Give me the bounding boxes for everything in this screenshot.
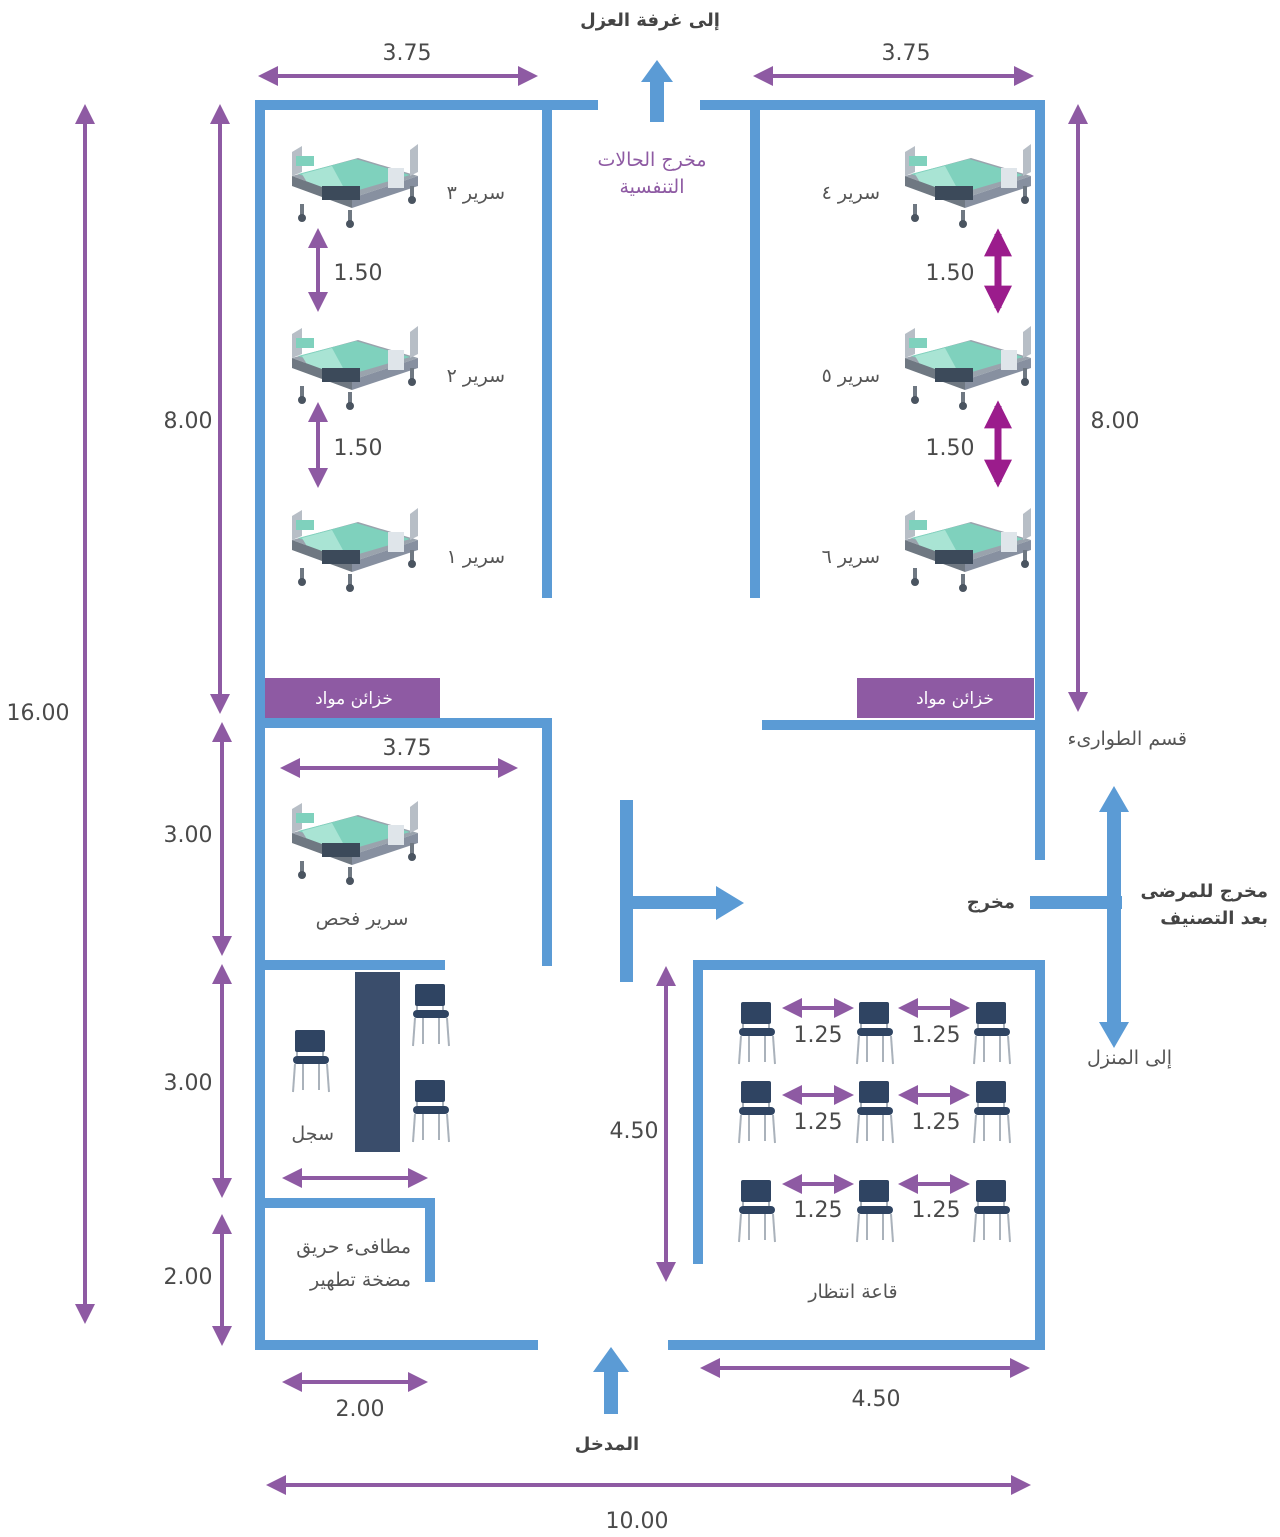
label-registration: سجل: [291, 1123, 334, 1145]
label-emergency-dept: قسم الطوارىء: [1068, 728, 1187, 750]
dim-exam-height: 3.00: [164, 823, 213, 848]
wall-left: [255, 100, 265, 1350]
bed-6-icon: [905, 508, 1031, 592]
label-supplies-right: خزائن مواد: [916, 689, 994, 709]
dim-chair-gap: 1.25: [794, 1198, 843, 1223]
label-respiratory-exit: مخرج الحالات: [597, 149, 706, 171]
dim-bed-gap-right-lower: 1.50: [926, 436, 975, 461]
arrow-post-triage: [1030, 786, 1129, 1048]
area-labels: إلى غرفة العزل مخرج الحالات التنفسية سري…: [291, 10, 1268, 1455]
dim-bed-gap-left-upper: 1.50: [334, 261, 383, 286]
wall-right-ward-inner: [750, 108, 760, 598]
beds: [292, 144, 1031, 885]
dim-store-height: 2.00: [164, 1265, 213, 1290]
dim-top-left: 3.75: [383, 41, 432, 66]
label-bed-1: سرير ١: [447, 546, 505, 568]
dim-chair-gap: 1.25: [912, 1110, 961, 1135]
wall-waiting-left: [693, 960, 703, 1264]
waiting-chair-icon: [856, 1179, 894, 1243]
label-fire-extinguisher: مطافىء حريق: [296, 1236, 411, 1258]
waiting-chair-icon: [738, 1179, 776, 1243]
dim-bed-gap-right-upper: 1.50: [926, 261, 975, 286]
registration-desk: [355, 972, 400, 1152]
label-waiting-hall: قاعة انتظار: [807, 1281, 897, 1303]
wall-right-ward-bottom: [762, 720, 1042, 730]
wall-exam-room-right: [542, 718, 552, 966]
label-entrance: المدخل: [575, 1434, 639, 1455]
label-bed-4: سرير ٤: [822, 182, 880, 204]
waiting-chair-icon: [856, 1001, 894, 1065]
dim-top-right: 3.75: [882, 41, 931, 66]
wall-bottom-left: [255, 1340, 538, 1350]
registration-chair-icon: [412, 983, 450, 1047]
dim-waiting-width: 4.50: [852, 1387, 901, 1412]
wall-waiting-right: [1035, 960, 1045, 1350]
wall-store-right: [425, 1198, 435, 1282]
label-exam-bed: سرير فحص: [316, 908, 409, 930]
dim-bed-gap-left-lower: 1.50: [334, 436, 383, 461]
label-bed-2: سرير ٢: [447, 365, 505, 387]
wall-right-upper: [1035, 100, 1045, 860]
arrow-up-isolation: [641, 60, 673, 122]
bed-1-icon: [292, 508, 418, 592]
wall-top-right: [700, 100, 1045, 110]
wall-registration-top: [263, 960, 445, 970]
wall-left-ward-bottom: [263, 718, 552, 728]
supply-cabinets: [265, 678, 1034, 718]
label-to-home: إلى المنزل: [1087, 1047, 1172, 1070]
registration-chair-icon: [412, 1079, 450, 1143]
exam-bed-icon: [292, 801, 418, 885]
bed-5-icon: [905, 326, 1031, 410]
dim-registration-height: 3.00: [164, 1071, 213, 1096]
waiting-chair-icon: [973, 1179, 1011, 1243]
dim-chair-gap: 1.25: [912, 1023, 961, 1048]
wall-divider-vertical: [620, 800, 633, 982]
waiting-chair-icon: [738, 1001, 776, 1065]
registration-chair-icon: [292, 1029, 330, 1093]
dim-left-ward-height: 8.00: [164, 409, 213, 434]
dim-overall-width: 10.00: [606, 1509, 669, 1534]
bed-2-icon: [292, 326, 418, 410]
arrow-right-exit: [630, 886, 744, 920]
label-bed-6: سرير ٦: [822, 546, 880, 568]
waiting-chair-icon: [856, 1080, 894, 1144]
dimension-labels: 3.75 3.75 16.00 8.00 8.00 1.50 1.50 1.50…: [7, 41, 1140, 1534]
label-respiratory-exit-2: التنفسية: [619, 176, 684, 198]
dim-waiting-height: 4.50: [610, 1119, 659, 1144]
label-supplies-left: خزائن مواد: [315, 689, 393, 709]
dim-overall-height: 16.00: [7, 701, 70, 726]
label-to-isolation: إلى غرفة العزل: [580, 10, 720, 31]
dim-store-width: 2.00: [336, 1397, 385, 1422]
wall-top-left: [255, 100, 598, 110]
wall-left-ward-inner: [542, 108, 552, 598]
label-post-triage-exit: مخرج للمرضى: [1140, 881, 1268, 902]
wall-bottom-right: [668, 1340, 1045, 1350]
dimension-lines: [75, 66, 1088, 1495]
dim-chair-gap: 1.25: [912, 1198, 961, 1223]
label-bed-3: سرير ٣: [447, 182, 505, 204]
arrow-up-entrance: [593, 1347, 629, 1414]
bed-3-icon: [292, 144, 418, 228]
flow-arrows: [593, 60, 1129, 1414]
supply-cabinet-right: [857, 678, 1034, 718]
wall-waiting-top: [693, 960, 1045, 970]
walls: [255, 100, 1045, 1350]
bed-4-icon: [905, 144, 1031, 228]
dim-right-ward-height: 8.00: [1091, 409, 1140, 434]
dim-chair-gap: 1.25: [794, 1023, 843, 1048]
dim-exam-width: 3.75: [383, 736, 432, 761]
waiting-chair-icon: [973, 1080, 1011, 1144]
dim-chair-gap: 1.25: [794, 1110, 843, 1135]
wall-store-top: [263, 1198, 435, 1208]
waiting-chair-icon: [738, 1080, 776, 1144]
label-exit: مخرج: [967, 892, 1015, 913]
label-post-triage-exit-2: بعد التصنيف: [1160, 908, 1268, 929]
label-bed-5: سرير ٥: [822, 365, 880, 387]
supply-cabinet-left: [265, 678, 440, 718]
label-disinfection-pump: مضخة تطهير: [309, 1269, 411, 1291]
waiting-chair-icon: [973, 1001, 1011, 1065]
